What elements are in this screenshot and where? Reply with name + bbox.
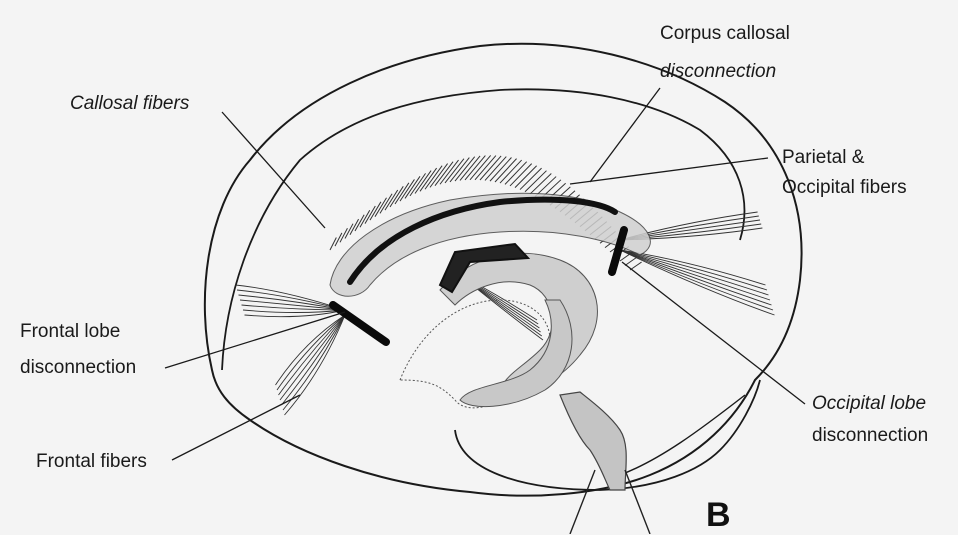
fiber-hatch-stroke xyxy=(505,162,527,185)
label-frontal-lobe-line2: disconnection xyxy=(20,356,136,380)
fiber-hatch-stroke xyxy=(335,233,342,246)
label-corpus-callosal-line1: Corpus callosal xyxy=(660,22,790,46)
fiber-hatch-stroke xyxy=(330,238,336,250)
leader-callosal-fibers xyxy=(222,112,325,228)
fiber-hatch-stroke xyxy=(625,257,637,266)
fiber-hatch-stroke xyxy=(390,186,403,207)
frontal-fiber-stroke xyxy=(279,315,346,395)
fiber-hatch-stroke xyxy=(385,190,398,210)
frontal-fiber-stroke xyxy=(280,315,345,400)
label-parietal-line2: Occipital fibers xyxy=(782,176,907,200)
occipital-fiber-stroke xyxy=(620,250,770,300)
fiber-hatch-stroke xyxy=(365,206,375,224)
occipital-fiber-stroke xyxy=(620,250,769,295)
fiber-hatch-stroke xyxy=(395,183,409,204)
fiber-hatch-stroke xyxy=(415,171,431,194)
fiber-hatch-stroke xyxy=(500,160,522,183)
fiber-hatch-stroke xyxy=(475,156,496,180)
fiber-hatch-stroke xyxy=(490,157,511,181)
frontal-fiber-stroke xyxy=(239,295,346,310)
fiber-hatch-stroke xyxy=(380,194,392,214)
label-frontal-lobe-line1: Frontal lobe xyxy=(20,320,120,344)
hippocampal-tube xyxy=(460,300,572,407)
fiber-hatch-stroke xyxy=(425,166,442,190)
label-frontal-fibers: Frontal fibers xyxy=(36,450,147,474)
cerebellum-inner-line xyxy=(620,395,745,475)
label-callosal-fibers: Callosal fibers xyxy=(70,92,189,116)
fiber-hatch-stroke xyxy=(400,179,414,201)
leader-corpus-callosal xyxy=(590,88,660,182)
fiber-hatch-stroke xyxy=(410,173,426,196)
leader-occipital-lobe xyxy=(622,262,805,404)
leader-frontal-fibers xyxy=(172,395,300,460)
label-parietal-line1: Parietal & xyxy=(782,146,864,170)
fiber-hatch-stroke xyxy=(495,159,517,182)
fiber-hatch-stroke xyxy=(370,202,381,220)
label-corpus-callosal-line2: disconnection xyxy=(660,60,776,84)
label-occipital-lobe-line2: disconnection xyxy=(812,424,928,448)
frontal-fiber-stroke xyxy=(243,310,345,313)
label-occipital-lobe-line1: Occipital lobe xyxy=(812,392,926,416)
panel-letter: B xyxy=(706,496,731,535)
fiber-hatch-stroke xyxy=(405,176,420,198)
fiber-hatch-stroke xyxy=(485,157,506,181)
fiber-hatch-stroke xyxy=(430,164,448,188)
fiber-hatch-stroke xyxy=(420,168,437,191)
fiber-hatch-stroke xyxy=(480,156,501,180)
fiber-hatch-stroke xyxy=(375,198,387,217)
